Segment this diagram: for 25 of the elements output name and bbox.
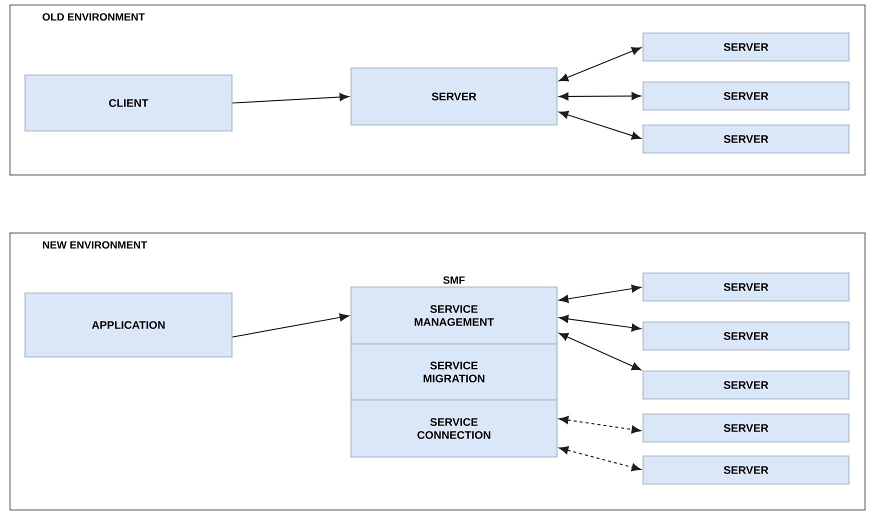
process-box: CLIENT [24,74,232,132]
arrow [558,47,642,82]
process-box: SERVER [642,82,850,110]
process-box: SERVER [350,68,558,126]
process-box: SERVER [642,272,850,302]
arrow [558,110,642,140]
process-box: SERVICE MIGRATION [350,344,558,400]
process-box: SERVICE MANAGEMENT [350,286,558,344]
arrow [232,313,350,338]
arrow [558,92,642,100]
process-box: SERVER [642,322,850,350]
process-box: SERVER [642,32,850,62]
process-box: SERVER [642,124,850,154]
arrow [232,93,350,104]
arrow [558,446,642,472]
arrow [558,284,642,303]
node-label: SMF [443,276,465,284]
arrow [558,332,642,370]
process-box: SERVER [642,456,850,484]
arrow [558,416,642,434]
arrow [558,314,642,332]
process-box: APPLICATION [24,292,232,358]
process-box: SERVER [642,370,850,400]
process-box: SERVICE CONNECTION [350,400,558,458]
process-box: SERVER [642,414,850,442]
